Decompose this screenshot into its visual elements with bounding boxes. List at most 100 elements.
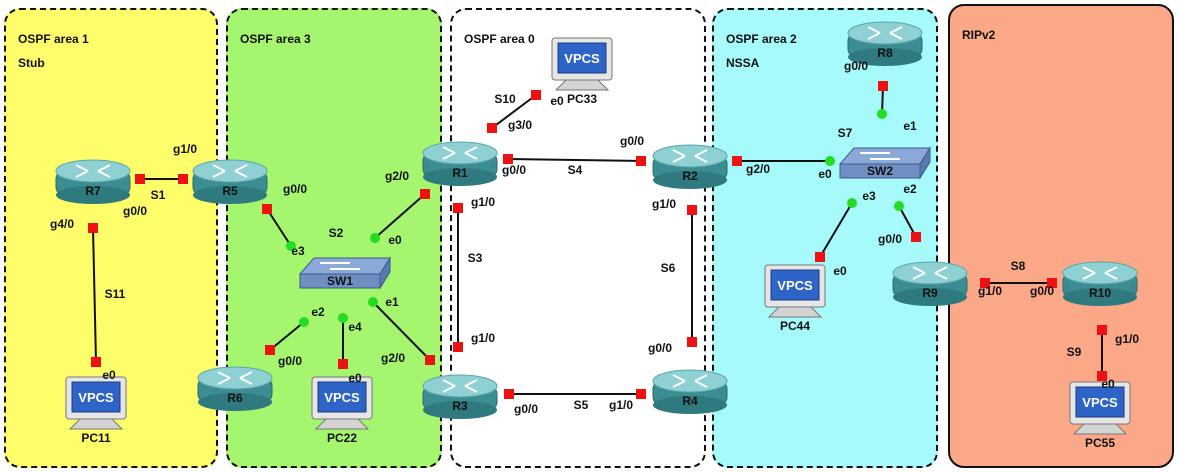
vpcs-pc22-icon[interactable]: VPCS bbox=[311, 376, 373, 430]
pc-label-pc44: PC44 bbox=[780, 319, 810, 333]
port-pc55-e0 bbox=[1097, 371, 1107, 381]
port-pc22-e0 bbox=[338, 359, 348, 369]
vpcs-screen-text: VPCS bbox=[564, 51, 600, 66]
interface-label-sw1-e4: e4 bbox=[348, 320, 362, 334]
link-s10[interactable] bbox=[491, 94, 537, 129]
port-r1-g2-0 bbox=[420, 189, 430, 199]
router-r9-icon[interactable] bbox=[892, 261, 968, 306]
port-r5-g1-0 bbox=[178, 174, 188, 184]
port-sw2-e3 bbox=[847, 198, 857, 208]
link-s4[interactable] bbox=[507, 158, 642, 162]
interface-label-r6-g0-0: g0/0 bbox=[278, 354, 302, 368]
vpcs-pc44-icon[interactable]: VPCS bbox=[764, 264, 826, 318]
interface-label-r1-g2-0: g2/0 bbox=[385, 169, 409, 183]
area-3-title: OSPF area 3 bbox=[240, 32, 311, 46]
link-label-s1: S1 bbox=[151, 188, 166, 202]
interface-label-sw1-e2: e2 bbox=[311, 305, 325, 319]
port-r3-g1-0 bbox=[453, 342, 463, 352]
port-sw1-e0 bbox=[370, 233, 380, 243]
link-s2b[interactable] bbox=[374, 193, 426, 239]
interface-label-r9-g0-0: g0/0 bbox=[878, 232, 902, 246]
vpcs-pc11-icon[interactable]: VPCS bbox=[65, 376, 127, 430]
router-label-r5: R5 bbox=[222, 184, 238, 198]
rip-area-panel: RIPv2 bbox=[948, 4, 1174, 468]
vpcs-pc55-icon[interactable]: VPCS bbox=[1069, 381, 1131, 435]
pc-label-pc22: PC22 bbox=[327, 431, 357, 445]
area-1-subtitle: Stub bbox=[18, 56, 45, 70]
vpcs-screen-text: VPCS bbox=[777, 278, 813, 293]
link-s2c[interactable] bbox=[269, 321, 305, 351]
vpcs-pc33-icon[interactable]: VPCS bbox=[551, 37, 613, 91]
port-r2-g1-0 bbox=[687, 205, 697, 215]
pc-label-pc11: PC11 bbox=[81, 431, 111, 445]
interface-label-r1-g0-0: g0/0 bbox=[502, 163, 526, 177]
interface-label-r5-g0-0: g0/0 bbox=[283, 182, 307, 196]
pc-label-pc33: PC33 bbox=[567, 92, 597, 106]
interface-label-r1-g1-0: g1/0 bbox=[471, 195, 495, 209]
router-r3-icon[interactable] bbox=[422, 374, 498, 419]
port-r1-g3-0 bbox=[487, 123, 497, 133]
interface-label-r4-g0-0: g0/0 bbox=[648, 341, 672, 355]
interface-label-r9-g1-0: g1/0 bbox=[978, 284, 1002, 298]
router-label-r7: R7 bbox=[85, 184, 101, 198]
router-r10-icon[interactable] bbox=[1062, 261, 1138, 306]
router-r5-icon[interactable] bbox=[192, 159, 268, 204]
interface-label-sw1-e0: e0 bbox=[388, 233, 402, 247]
link-s7d[interactable] bbox=[898, 205, 917, 238]
link-label-s6: S6 bbox=[661, 261, 676, 275]
router-label-r3: R3 bbox=[452, 399, 468, 413]
interface-label-r3-g2-0: g2/0 bbox=[381, 351, 405, 365]
port-r10-g0-0 bbox=[1047, 278, 1057, 288]
port-sw2-e2 bbox=[894, 201, 904, 211]
router-r4-icon[interactable] bbox=[652, 369, 728, 414]
port-r5-g0-0 bbox=[262, 204, 272, 214]
router-r8-icon[interactable] bbox=[847, 21, 923, 66]
port-r4-g0-0 bbox=[687, 337, 697, 347]
interface-label-pc22-e0: e0 bbox=[348, 371, 362, 385]
switch-sw1-icon[interactable] bbox=[298, 256, 391, 290]
interface-label-r3-g0-0: g0/0 bbox=[514, 402, 538, 416]
interface-label-r10-g1-0: g1/0 bbox=[1115, 332, 1139, 346]
switch-label-sw2: SW2 bbox=[867, 164, 893, 178]
interface-label-r10-g0-0: g0/0 bbox=[1030, 284, 1054, 298]
link-label-s8: S8 bbox=[1011, 259, 1026, 273]
router-label-r1: R1 bbox=[452, 166, 468, 180]
interface-label-r4-g1-0: g1/0 bbox=[609, 398, 633, 412]
router-r1-icon[interactable] bbox=[422, 141, 498, 186]
interface-label-sw2-e1: e1 bbox=[903, 119, 917, 133]
pc-label-pc55: PC55 bbox=[1085, 436, 1115, 450]
port-sw2-e1 bbox=[877, 109, 887, 119]
interface-label-r8-g0-0: g0/0 bbox=[844, 59, 868, 73]
link-s11[interactable] bbox=[92, 227, 97, 363]
link-label-s5: S5 bbox=[574, 398, 589, 412]
port-r2-g0-0 bbox=[636, 156, 646, 166]
router-r6-icon[interactable] bbox=[197, 366, 273, 411]
switch-sw2-icon[interactable] bbox=[838, 146, 931, 180]
interface-label-sw1-e1: e1 bbox=[385, 295, 399, 309]
port-pc11-e0 bbox=[91, 357, 101, 367]
interface-label-pc11-e0: e0 bbox=[102, 368, 116, 382]
router-r7-icon[interactable] bbox=[55, 159, 131, 204]
port-r8-g0-0 bbox=[878, 81, 888, 91]
link-s2a[interactable] bbox=[266, 208, 292, 247]
router-label-r2: R2 bbox=[682, 169, 698, 183]
port-sw1-e1 bbox=[368, 297, 378, 307]
interface-label-r7-g4-0: g4/0 bbox=[50, 217, 74, 231]
port-sw1-e3 bbox=[286, 241, 296, 251]
port-r7-g4-0 bbox=[88, 223, 98, 233]
router-label-r6: R6 bbox=[227, 391, 243, 405]
area-2-subtitle: NSSA bbox=[726, 56, 760, 70]
port-r2-g2-0 bbox=[732, 156, 742, 166]
interface-label-sw2-e3: e3 bbox=[862, 189, 876, 203]
vpcs-screen-text: VPCS bbox=[1082, 395, 1118, 410]
link-s7c[interactable] bbox=[819, 202, 853, 258]
link-s2e[interactable] bbox=[372, 301, 431, 361]
router-r2-icon[interactable] bbox=[652, 144, 728, 189]
switch-label-sw1: SW1 bbox=[327, 274, 353, 288]
port-r7-g0-0 bbox=[135, 174, 145, 184]
port-sw1-e2 bbox=[299, 317, 309, 327]
interface-label-pc55-e0: e0 bbox=[1101, 377, 1115, 391]
link-label-s7: S7 bbox=[838, 126, 853, 140]
interface-label-sw1-e3: e3 bbox=[291, 244, 305, 258]
